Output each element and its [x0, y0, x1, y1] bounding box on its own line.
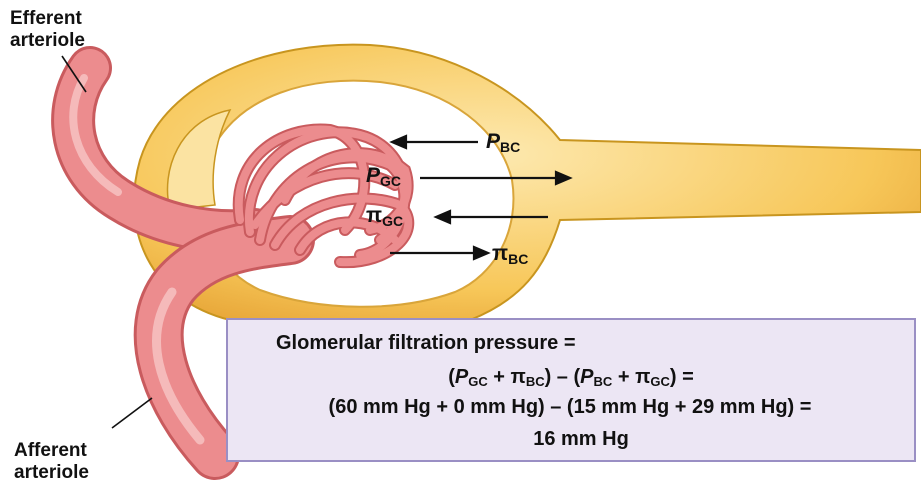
efferent-label-line2: arteriole [10, 30, 85, 52]
label-pi-bc: πBC [492, 242, 528, 271]
formula-box: Glomerular filtration pressure = (PGC + … [226, 318, 916, 462]
efferent-label-line1: Efferent [10, 8, 85, 30]
formula-result: 16 mm Hg [248, 424, 914, 454]
label-pi-gc: πGC [366, 204, 403, 233]
label-p-gc: PGC [366, 164, 401, 193]
afferent-arteriole-label: Afferent arteriole [14, 440, 89, 484]
afferent-label-line2: arteriole [14, 462, 89, 484]
formula-title: Glomerular filtration pressure = [276, 328, 576, 358]
efferent-arteriole-label: Efferent arteriole [10, 8, 85, 52]
afferent-leader-line [112, 398, 152, 428]
afferent-label-line1: Afferent [14, 440, 89, 462]
formula-values: (60 mm Hg + 0 mm Hg) – (15 mm Hg + 29 mm… [226, 392, 914, 422]
label-p-bc: PBC [486, 130, 520, 159]
